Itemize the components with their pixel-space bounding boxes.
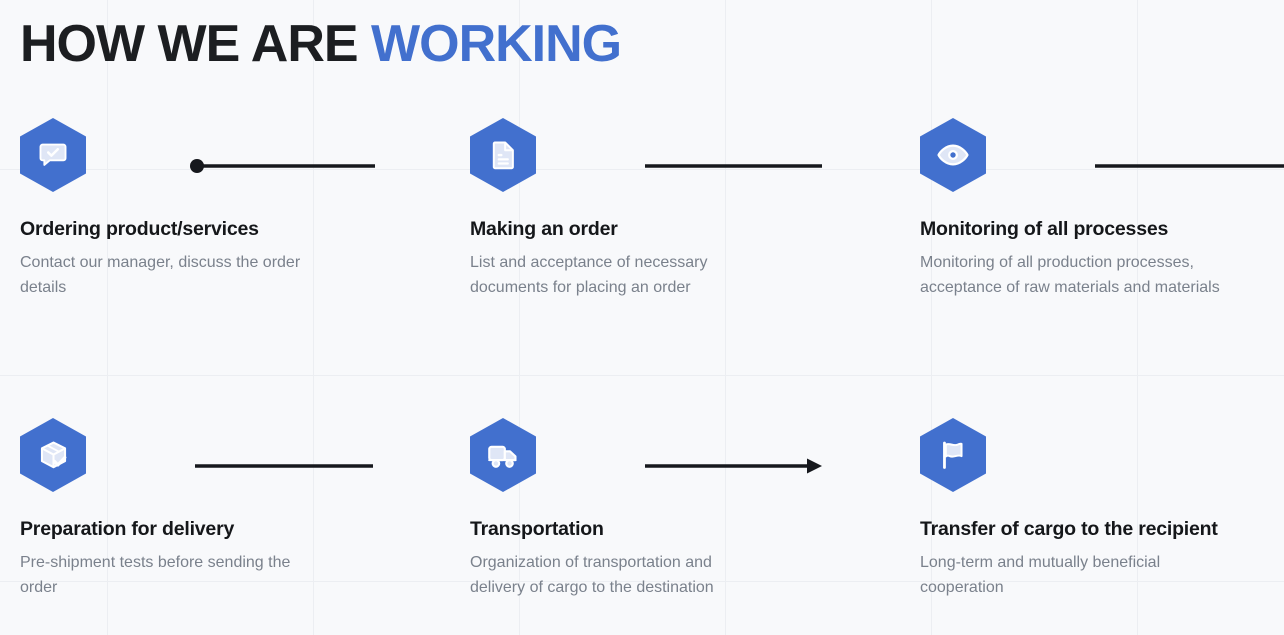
- step-title: Monitoring of all processes: [920, 218, 1169, 240]
- flag-icon: [937, 439, 969, 471]
- eye-icon: [936, 138, 970, 172]
- step-card-5[interactable]: Transportation Organization of transport…: [470, 418, 780, 600]
- step-description: Monitoring of all production processes, …: [920, 254, 1220, 296]
- page-title: HOW WE ARE WORKING: [20, 12, 622, 76]
- step-description: List and acceptance of necessary documen…: [470, 254, 708, 296]
- step-description: Long-term and mutually beneficial cooper…: [920, 554, 1161, 596]
- truck-icon: [486, 438, 520, 472]
- connector-line: [1095, 154, 1284, 178]
- step-card-1[interactable]: Ordering product/services Contact our ma…: [20, 118, 330, 300]
- step-card-6[interactable]: Transfer of cargo to the recipient Long-…: [920, 418, 1230, 600]
- step-icon-badge-3: [920, 118, 986, 192]
- step-icon-badge-4: [20, 418, 86, 492]
- steps-container: Ordering product/services Contact our ma…: [0, 118, 1284, 635]
- step-icon-badge-5: [470, 418, 536, 492]
- step-title: Making an order: [470, 218, 618, 240]
- step-card-4[interactable]: Preparation for delivery Pre-shipment te…: [20, 418, 330, 600]
- step-description: Contact our manager, discuss the order d…: [20, 254, 301, 296]
- connector-line: [645, 154, 825, 178]
- step-title: Transportation: [470, 518, 604, 540]
- step-icon-badge-6: [920, 418, 986, 492]
- step-title: Preparation for delivery: [20, 518, 235, 540]
- step-title: Transfer of cargo to the recipient: [920, 518, 1218, 540]
- step-icon-badge-1: [20, 118, 86, 192]
- box-check-icon: [37, 439, 70, 472]
- arrowhead-icon: [807, 458, 822, 474]
- page-title-plain: HOW WE ARE: [20, 15, 372, 73]
- step-card-3[interactable]: Monitoring of all processes Monitoring o…: [920, 118, 1230, 300]
- connector-arrow: [645, 454, 823, 478]
- chat-check-icon: [37, 139, 69, 171]
- connector-line: [195, 454, 375, 478]
- step-icon-badge-2: [470, 118, 536, 192]
- connector-dot-line: [190, 154, 375, 178]
- step-description: Organization of transportation and deliv…: [470, 554, 714, 596]
- steps-row-1: Ordering product/services Contact our ma…: [0, 118, 1284, 418]
- step-description: Pre-shipment tests before sending the or…: [20, 554, 291, 596]
- steps-row-2: Preparation for delivery Pre-shipment te…: [0, 418, 1284, 635]
- step-title: Ordering product/services: [20, 218, 259, 240]
- step-card-2[interactable]: Making an order List and acceptance of n…: [470, 118, 780, 300]
- document-icon: [487, 139, 519, 171]
- page-title-accent: WORKING: [371, 15, 622, 73]
